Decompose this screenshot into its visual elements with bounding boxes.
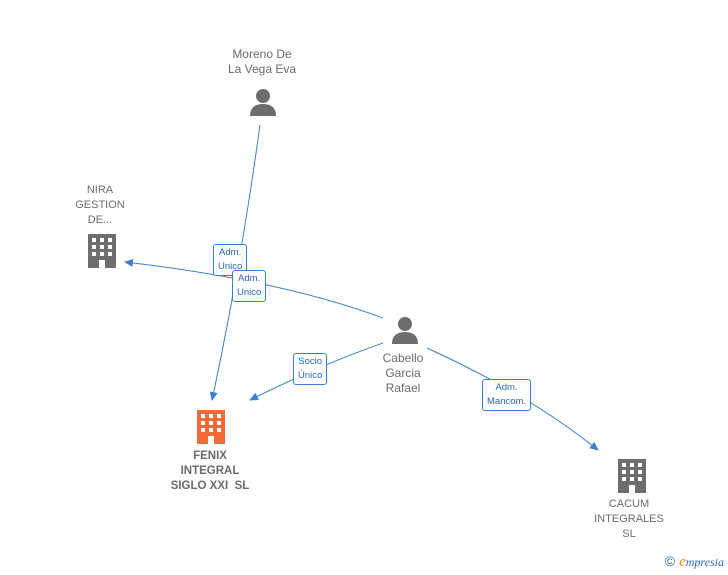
copyright-symbol: ©	[664, 553, 676, 569]
edge-label-cabello-cacum[interactable]: Adm. Mancom.	[482, 379, 532, 411]
edge-label-cabello-nira[interactable]: Adm. Unico	[232, 270, 267, 302]
edge-label-line: Unico	[237, 287, 262, 298]
edge-label-line: Adm.	[495, 382, 518, 393]
node-label-line: La Vega Eva	[227, 62, 297, 76]
edge-cabello-nira	[124, 258, 384, 319]
node-label-line: FENIX	[193, 450, 227, 462]
edge-label-line: Adm.	[238, 273, 261, 284]
node-label-line: Rafael	[385, 381, 421, 395]
building-icon[interactable]	[88, 234, 116, 268]
empresia-watermark: ©empresia	[665, 553, 724, 571]
edge-label-line: Unico	[218, 261, 243, 272]
node-label-line: CACUM	[608, 498, 650, 510]
edge-label-line: Socio	[298, 356, 323, 367]
edge-label-line: Mancom.	[487, 396, 527, 407]
node-label-line: DE...	[87, 214, 113, 226]
person-icon[interactable]	[392, 317, 418, 344]
edge-label-moreno-fenix[interactable]: Adm. Unico	[213, 244, 248, 276]
node-label-fenix[interactable]: FENIX INTEGRAL SIGLO XXI SL	[150, 449, 270, 494]
brand-rest: mpresia	[685, 555, 724, 569]
node-label-line: INTEGRALES	[594, 513, 664, 525]
brand-initial: e	[679, 554, 686, 570]
building-icon-focus[interactable]	[197, 410, 225, 444]
node-label-nira[interactable]: NIRA GESTION DE...	[40, 183, 160, 228]
edge-label-cabello-fenix[interactable]: Socio Único	[293, 353, 328, 385]
node-label-line: Garcia	[385, 366, 421, 380]
node-label-cacum[interactable]: CACUM INTEGRALES SL	[569, 497, 689, 542]
node-label-cabello[interactable]: Cabello Garcia Rafael	[343, 351, 463, 396]
edge-label-line: Único	[298, 370, 323, 381]
person-icon[interactable]	[250, 89, 276, 116]
node-label-line: INTEGRAL	[180, 465, 240, 477]
node-label-line: Moreno De	[232, 47, 292, 61]
node-label-line: SIGLO XXI SL	[170, 480, 250, 492]
node-label-line: GESTION	[75, 199, 125, 211]
building-icon[interactable]	[618, 459, 646, 493]
node-label-line: SL	[622, 528, 636, 540]
node-label-line: Cabello	[382, 351, 424, 365]
node-label-line: NIRA	[86, 184, 114, 196]
edge-label-line: Adm.	[219, 247, 242, 258]
node-label-moreno[interactable]: Moreno De La Vega Eva	[202, 47, 322, 77]
